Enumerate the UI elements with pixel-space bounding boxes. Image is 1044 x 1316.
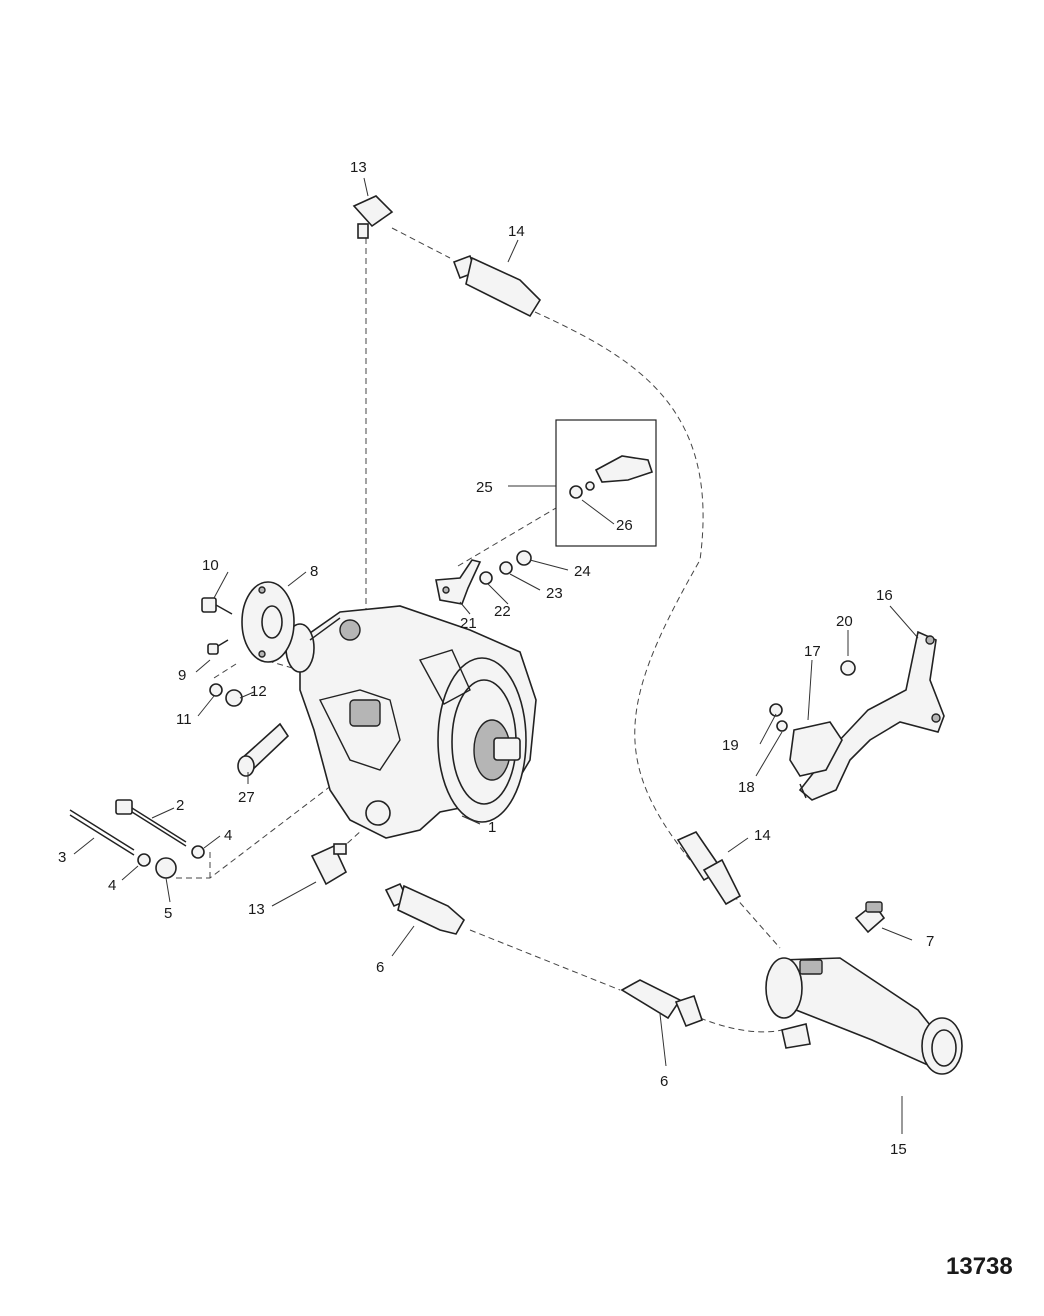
leader-lines	[73, 177, 919, 1134]
transmission-housing	[285, 605, 537, 839]
callout-8: 8	[310, 563, 318, 580]
nut-12	[225, 689, 243, 707]
callout-17: 17	[804, 643, 821, 660]
callout-13-bottom: 13	[248, 901, 265, 918]
bolt-2	[115, 799, 187, 847]
washer-4-right	[191, 845, 205, 859]
nut-5	[155, 857, 177, 879]
callout-18: 18	[738, 779, 755, 796]
callout-9: 9	[178, 667, 186, 684]
callout-20: 20	[836, 613, 853, 630]
tee-fitting-13-top	[352, 195, 394, 239]
hose-adapter-6-right	[620, 979, 704, 1028]
callout-19: 19	[722, 737, 739, 754]
callout-1: 1	[488, 819, 496, 836]
callout-4-left: 4	[108, 877, 116, 894]
callout-5: 5	[164, 905, 172, 922]
callout-10: 10	[202, 557, 219, 574]
callout-15: 15	[890, 1141, 907, 1158]
callout-7: 7	[926, 933, 934, 950]
callout-16: 16	[876, 587, 893, 604]
callout-26: 26	[616, 517, 633, 534]
washer-22	[479, 571, 493, 585]
washer-4-left	[137, 853, 151, 867]
screw-10	[201, 597, 233, 615]
callout-3: 3	[58, 849, 66, 866]
callout-22: 22	[494, 603, 511, 620]
callout-11: 11	[176, 711, 192, 728]
callout-6-right: 6	[660, 1073, 668, 1090]
callout-25: 25	[476, 479, 493, 496]
callout-14-top: 14	[508, 223, 525, 240]
stud-3	[69, 809, 135, 856]
nut-24	[516, 550, 532, 566]
bracket-16	[798, 630, 945, 801]
nut-19	[769, 703, 783, 717]
figure-number: 13738	[946, 1253, 1013, 1280]
callout-13-top: 13	[350, 159, 367, 176]
washer-18	[776, 720, 788, 732]
callout-2: 2	[176, 797, 184, 814]
tee-fitting-13-bottom	[310, 843, 348, 886]
clamp-17	[789, 721, 843, 777]
callout-6-left: 6	[376, 959, 384, 976]
cooler-body-15	[765, 957, 963, 1075]
washer-11	[209, 683, 223, 697]
callout-12: 12	[250, 683, 267, 700]
screw-9	[207, 639, 229, 655]
callout-4-right: 4	[224, 827, 232, 844]
hose-adapter-14-right	[676, 830, 742, 906]
callout-24: 24	[574, 563, 591, 580]
sensor-switch-7	[854, 901, 886, 934]
bracket-21	[435, 559, 482, 605]
hose-adapter-14-top	[452, 254, 542, 318]
plug-27	[237, 722, 290, 777]
detail-box-25	[555, 419, 657, 547]
callout-23: 23	[546, 585, 563, 602]
callout-27: 27	[238, 789, 255, 806]
lockwasher-23	[499, 561, 513, 575]
flange-plate	[241, 581, 295, 663]
callout-14-right: 14	[754, 827, 771, 844]
callout-21: 21	[460, 615, 477, 632]
nut-20	[840, 660, 856, 676]
callout-labels: 1 2 3 4 4 5 6 6 7 8 9 10 11 12 13 13 14 …	[58, 159, 934, 1158]
hose-adapter-6-left	[384, 882, 466, 935]
